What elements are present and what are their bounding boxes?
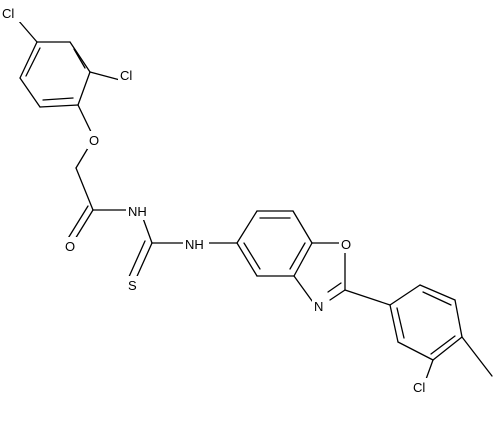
bond [397,341,434,361]
bond [329,289,346,301]
bond [389,284,421,306]
atom-label-cl-b: Cl [120,68,132,83]
bond [293,275,316,306]
bond [461,336,493,377]
atom-label-s-thio: S [128,278,137,293]
bond [292,210,313,244]
bond [454,299,463,338]
bond [39,104,79,108]
atom-label-cl-a: Cl [2,6,14,21]
atom-labels: Cl Cl O O NH S NH O N Cl [0,4,435,396]
bond [327,282,342,293]
bond [17,19,38,43]
bond [77,71,91,106]
bond [75,167,94,211]
bond [25,47,41,77]
bond [419,284,456,301]
bond [430,335,456,355]
bond [243,242,261,270]
bond [396,307,405,339]
atom-label-cl-c: Cl [413,380,425,395]
bond [69,41,91,73]
bond [432,336,463,361]
bond [293,242,313,277]
bond [42,97,74,101]
bond [66,205,89,241]
bond [236,242,258,277]
bond [236,210,258,244]
atom-label-o-ring: O [341,237,351,252]
bond [19,41,38,79]
bonds [17,19,493,383]
bond [89,71,121,81]
atom-label-n-ring: N [314,299,323,314]
atom-label-o-carbonyl: O [65,239,75,254]
bond [127,240,146,280]
bond [73,48,86,69]
atom-label-o-ether: O [89,133,99,148]
bond [289,242,306,270]
bond [344,289,391,306]
atom-label-nh-aryl: NH [185,237,204,252]
atom-label-nh-amide: NH [128,204,147,219]
bond [389,304,399,343]
bond [422,291,452,306]
bond [19,77,41,108]
